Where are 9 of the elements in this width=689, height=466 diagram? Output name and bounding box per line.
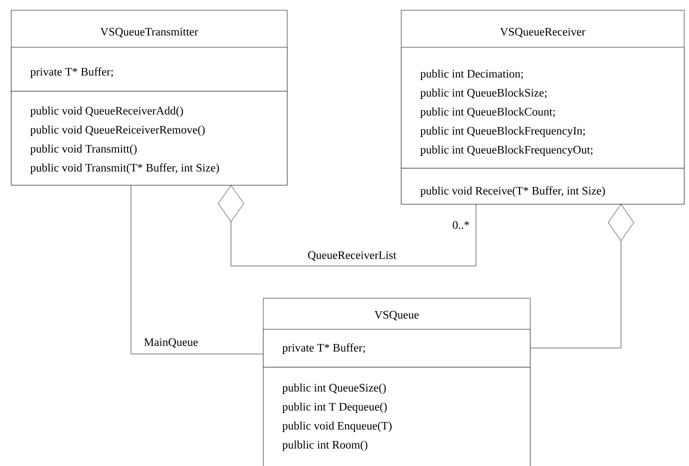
member-compartment: private T* Buffer; (263, 329, 530, 368)
multiplicity-label: 0..* (452, 221, 470, 229)
member-compartment: private T* Buffer; (11, 47, 288, 92)
association-line (130, 184, 264, 354)
association-line (218, 185, 476, 266)
edge-label: QueueReceiverList (306, 250, 398, 262)
edge-label: MainQueue (142, 337, 200, 349)
association-line (530, 204, 634, 348)
member-compartment: public void Receive(T* Buffer, int Size) (401, 168, 684, 204)
